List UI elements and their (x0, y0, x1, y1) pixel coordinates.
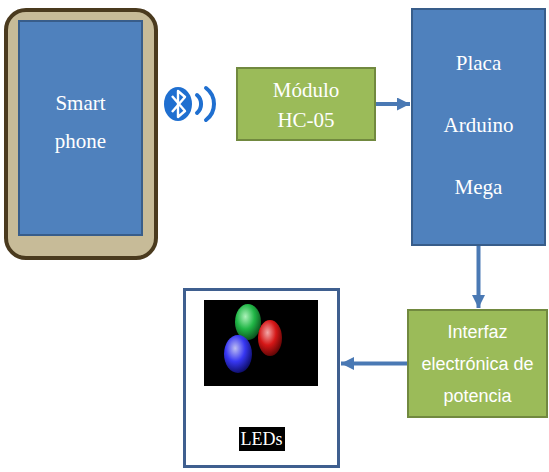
phone-screen-box: Smart phone (18, 20, 143, 236)
module-box: Módulo HC-05 (236, 67, 376, 141)
leds-picture (204, 300, 318, 386)
flow-arrow (376, 102, 410, 106)
node-label: Módulo HC-05 (256, 75, 356, 135)
node-label: Interfaz electrónica de potencia (414, 316, 542, 412)
interface-box: Interfaz electrónica de potencia (407, 309, 548, 418)
node-label: Smart phone (41, 84, 121, 160)
flow-arrow (477, 246, 481, 308)
flow-arrow (341, 362, 407, 366)
bluetooth-symbol (158, 82, 236, 126)
node-label: LEDs (239, 427, 285, 451)
phone-bezel (6, 10, 156, 258)
leds-box: LEDs (183, 288, 340, 468)
board-box: Placa Arduino Mega (411, 8, 546, 246)
leds-panel-ground (185, 290, 338, 466)
node-label: Placa Arduino Mega (434, 32, 524, 218)
